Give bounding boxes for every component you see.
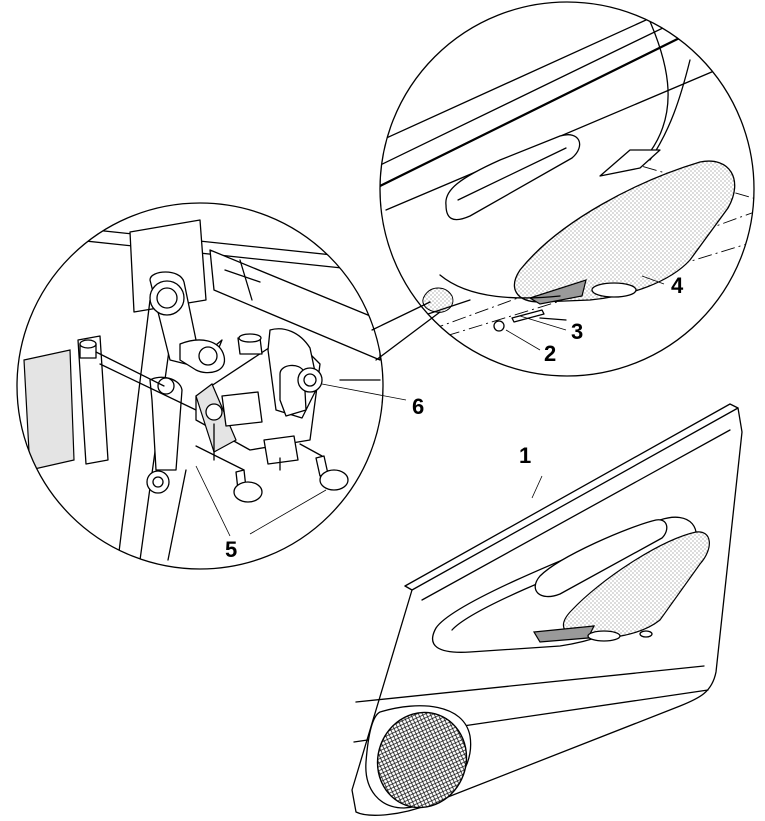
detail-view-handle-cover [379, 1, 755, 377]
detail-view-hinge-mechanism [16, 202, 384, 570]
callout-5: 5 [225, 537, 237, 562]
detail-link-line-lower [375, 311, 441, 361]
leader-lines [195, 275, 665, 537]
callout-3: 3 [571, 319, 583, 344]
door-trim-panel [351, 403, 743, 816]
callout-1: 1 [519, 443, 531, 468]
callout-4: 4 [671, 273, 684, 298]
callout-6: 6 [412, 394, 424, 419]
detail-link-line-upper [371, 301, 431, 331]
callout-2: 2 [544, 341, 556, 366]
